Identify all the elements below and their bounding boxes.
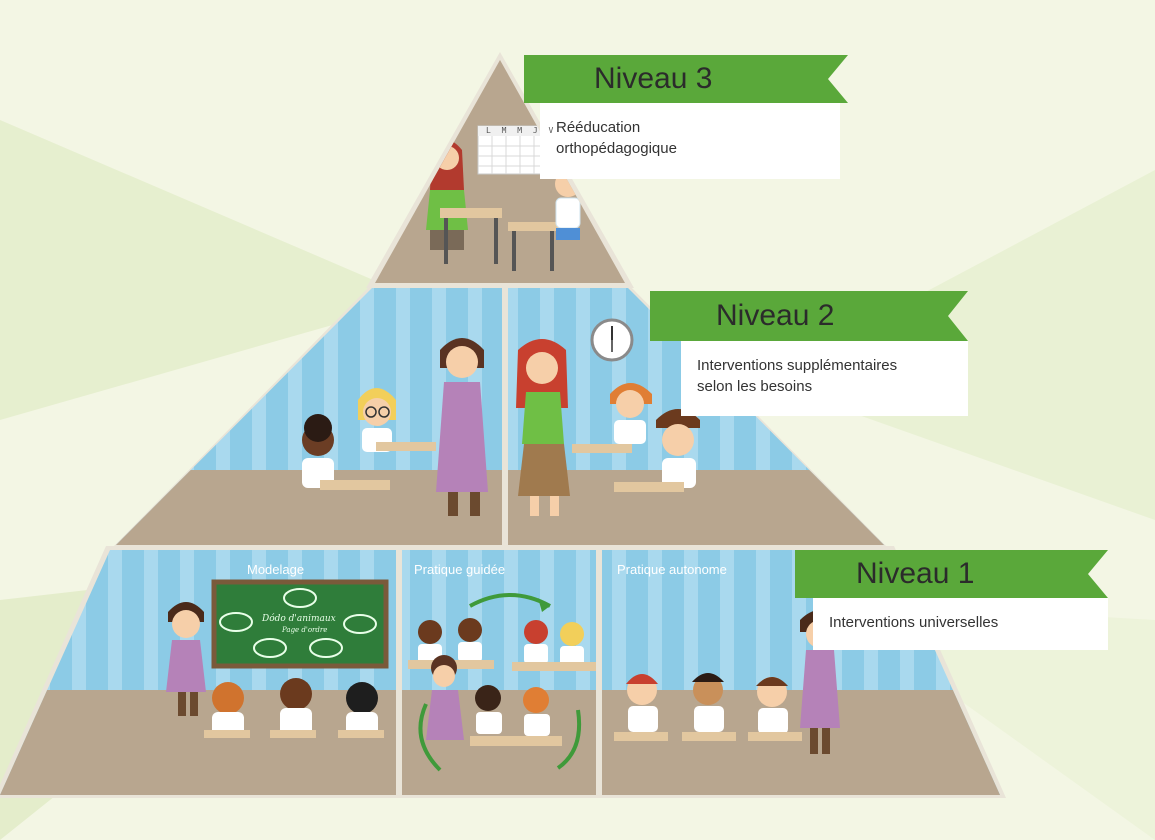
room-divider bbox=[596, 550, 602, 795]
level-1-description-line: Interventions universelles bbox=[829, 614, 999, 631]
student-figure bbox=[523, 687, 550, 736]
chalkboard-text: Page d'ordre bbox=[282, 626, 328, 634]
student-figure bbox=[656, 409, 700, 488]
desk bbox=[204, 730, 250, 738]
desk bbox=[614, 732, 668, 741]
student-figure bbox=[626, 674, 658, 732]
desk bbox=[682, 732, 736, 741]
student-figure bbox=[475, 685, 502, 734]
student-figure bbox=[358, 388, 396, 452]
student-figure bbox=[524, 620, 548, 664]
desk bbox=[572, 444, 632, 453]
level-3-description-line: orthopédagogique bbox=[556, 140, 677, 157]
calendar-days: L M M J V bbox=[486, 126, 557, 135]
chalkboard-text: Dódo d'animaux bbox=[262, 614, 336, 624]
desk bbox=[440, 208, 502, 218]
desk bbox=[470, 736, 562, 746]
level-1-rooms bbox=[0, 550, 1000, 795]
level-3-banner bbox=[524, 55, 848, 103]
level-2-description: Interventions supplémentaires selon les … bbox=[681, 341, 968, 416]
section-label-guided-practice: Pratique guidée bbox=[414, 562, 506, 577]
desk bbox=[338, 730, 384, 738]
room-divider bbox=[396, 550, 402, 795]
level-2-title: Niveau 2 bbox=[716, 299, 835, 332]
desk bbox=[320, 480, 390, 490]
section-label-modelage: Modelage bbox=[247, 562, 305, 577]
arrow-icon bbox=[418, 703, 442, 772]
student-figure bbox=[560, 622, 584, 666]
student-figure bbox=[458, 618, 482, 662]
arrow-icon bbox=[556, 709, 582, 770]
level-3-title: Niveau 3 bbox=[594, 62, 713, 95]
level-3-description: Rééducation orthopédagogique bbox=[540, 103, 840, 179]
level-2-banner bbox=[650, 291, 968, 341]
level-3-description-line: Rééducation bbox=[556, 119, 641, 136]
chalkboard bbox=[211, 579, 389, 669]
level-2-description-line: Interventions supplémentaires bbox=[697, 357, 898, 374]
level-2-rooms bbox=[116, 288, 884, 545]
teacher-figure bbox=[166, 602, 206, 716]
student-figure bbox=[692, 673, 724, 732]
student-figure bbox=[610, 383, 652, 444]
teacher-figure bbox=[436, 338, 488, 516]
student-figure bbox=[756, 677, 788, 734]
desk bbox=[508, 222, 558, 231]
section-label-autonomous-practice: Pratique autonome bbox=[617, 562, 727, 577]
desk bbox=[512, 662, 596, 671]
room-divider bbox=[502, 288, 508, 545]
desk bbox=[614, 482, 684, 492]
student-figure bbox=[302, 414, 334, 488]
desk bbox=[748, 732, 802, 741]
background-ray bbox=[0, 120, 420, 420]
teacher-figure bbox=[516, 339, 570, 516]
level-1-title: Niveau 1 bbox=[856, 557, 975, 590]
level-1-banner bbox=[795, 550, 1108, 598]
desk bbox=[270, 730, 316, 738]
teacher-figure bbox=[426, 655, 464, 740]
level-2-description-line: selon les besoins bbox=[697, 378, 813, 395]
level-1-description: Interventions universelles bbox=[813, 598, 1108, 650]
